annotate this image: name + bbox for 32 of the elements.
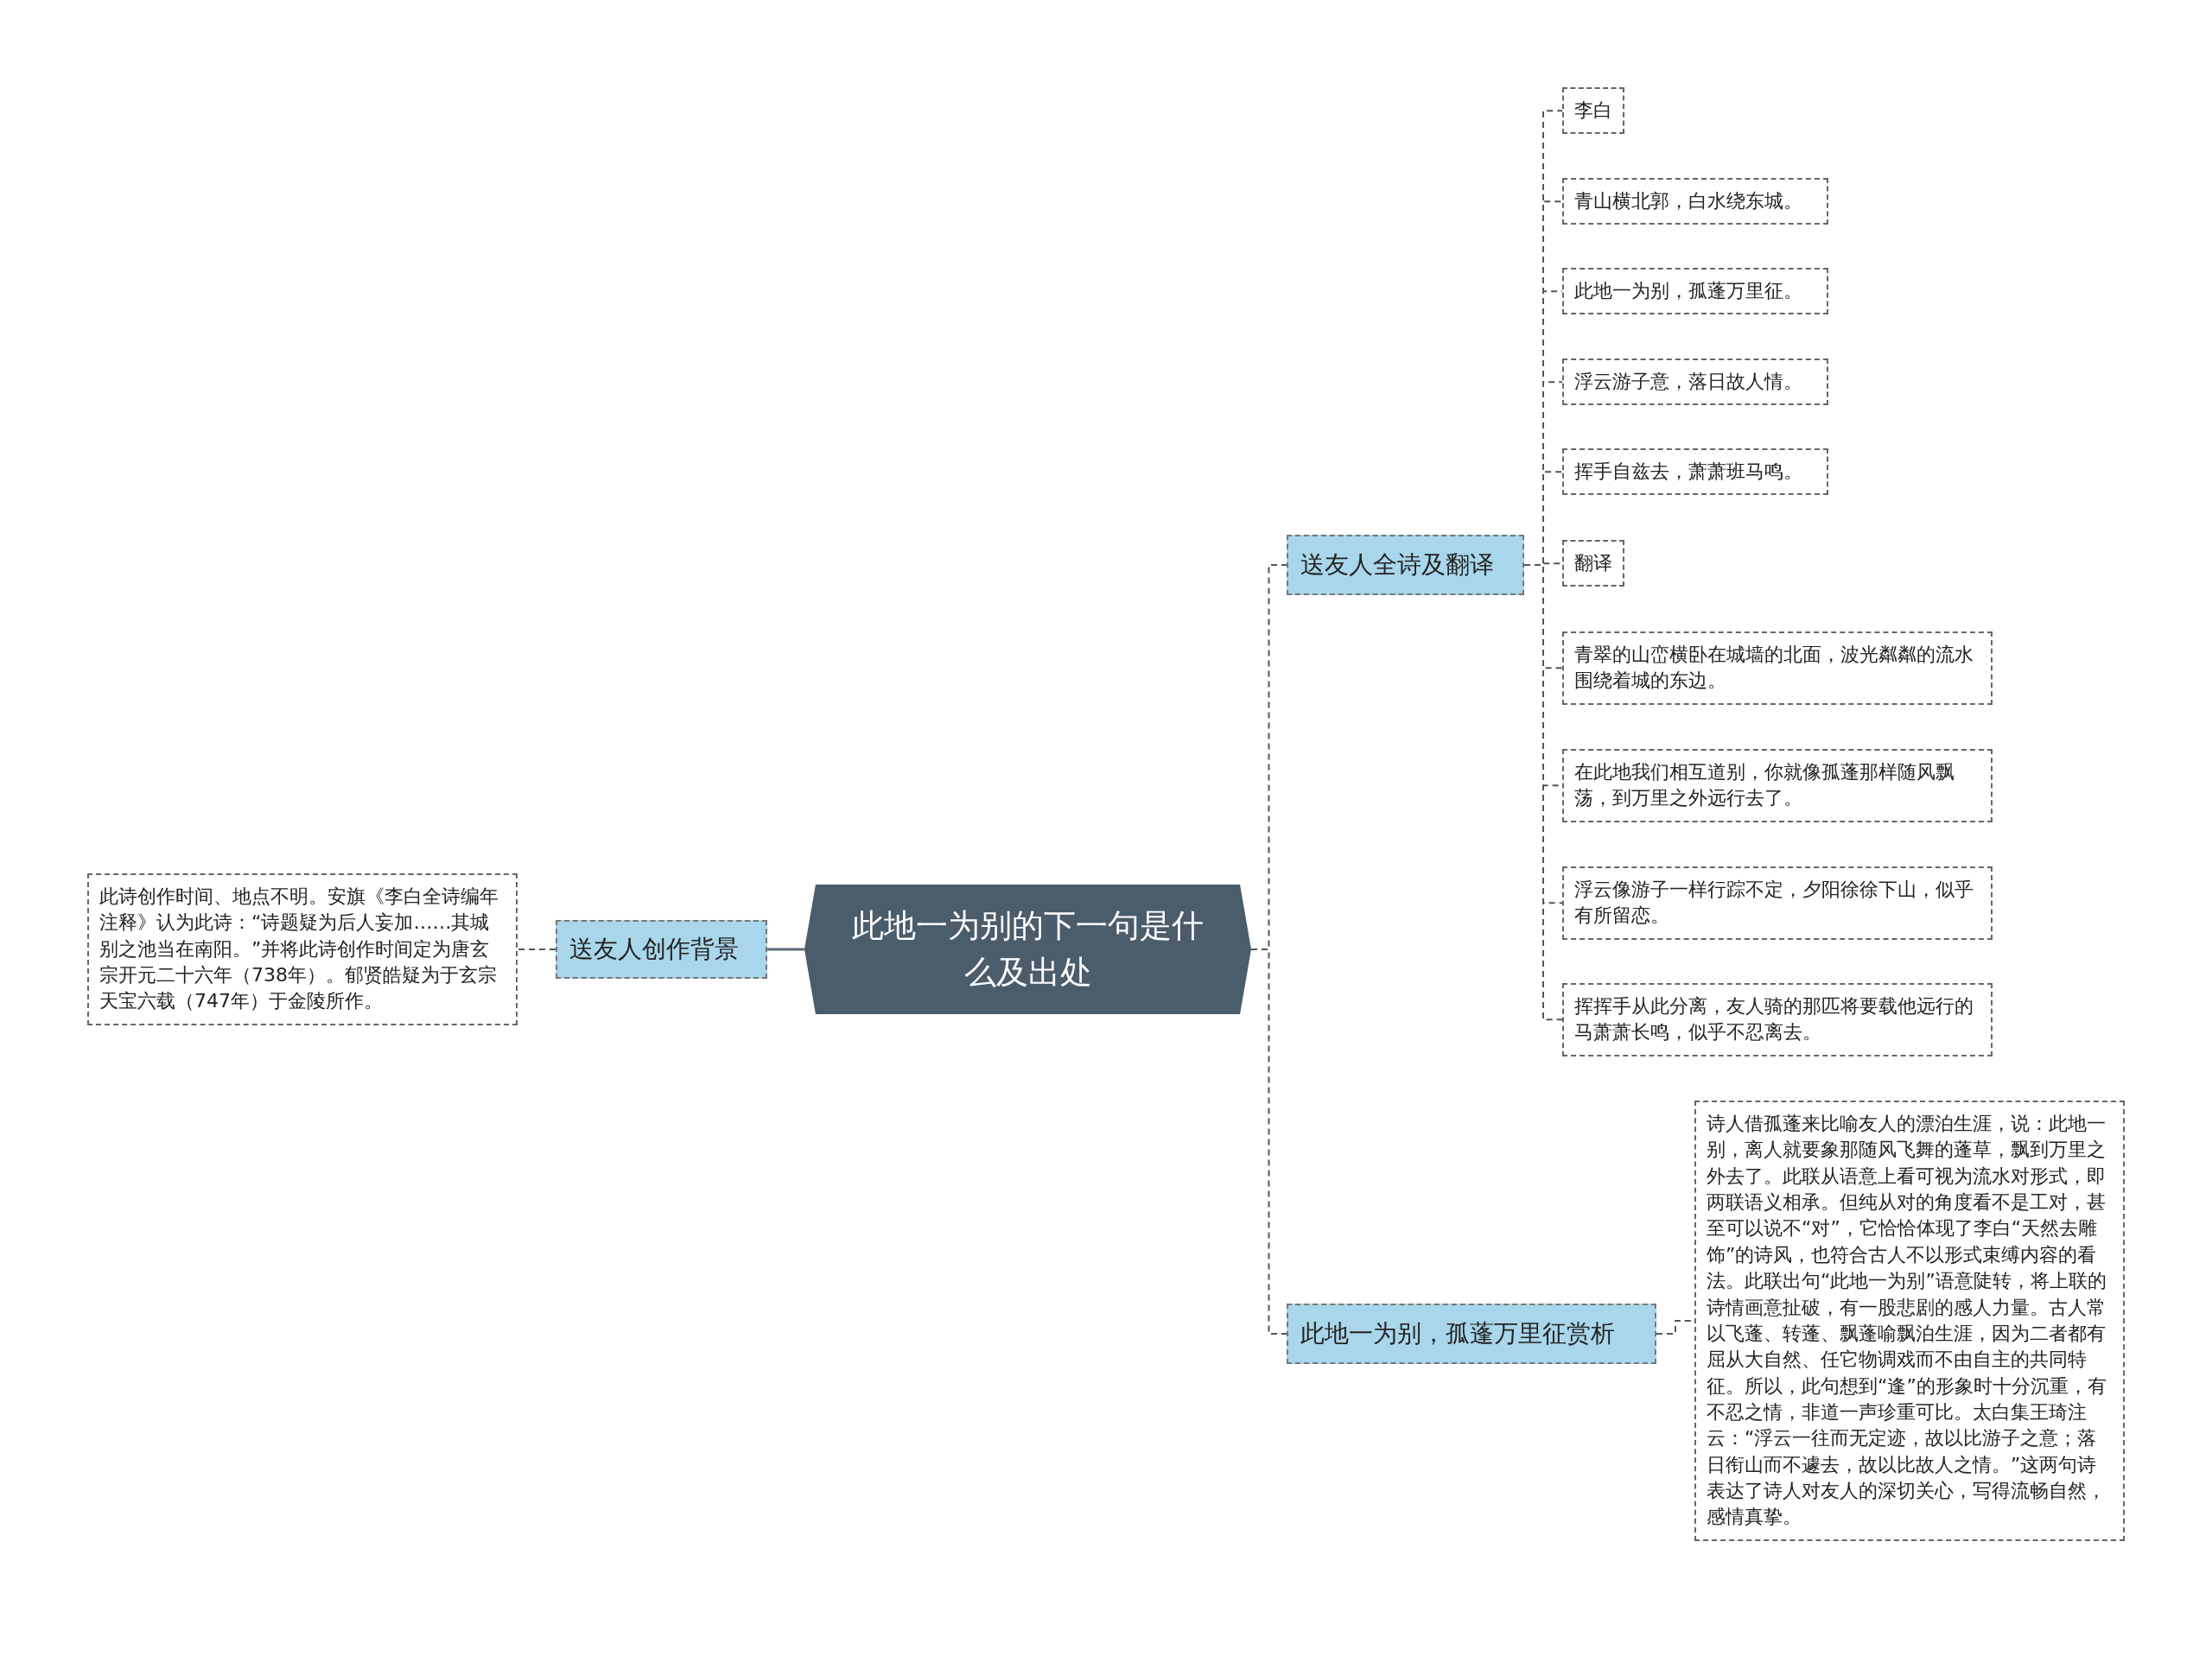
node-label: 此地一为别的下一句是什么及出处 [851,906,1205,993]
node-label: 送友人创作背景 [569,934,739,965]
node-text: 浮云游子意，落日故人情。 [1574,371,1802,392]
text-box [1562,540,1624,587]
text-box [1562,866,1993,940]
connector-line [517,948,556,950]
node-text: 此地一为别，孤蓬万里征。 [1574,280,1802,301]
node-text: 挥挥手从此分离，友人骑的那匹将要载他远行的马萧萧长鸣，似乎不忍离去。 [1574,995,1974,1044]
node-text: 浮云像游子一样行踪不定，夕阳徐徐下山，似乎有所留恋。 [1574,879,1974,927]
text-box [1562,87,1624,135]
text-box [87,873,518,1025]
branch-box [1287,535,1524,595]
node-label: 此地一为别，孤蓬万里征赏析 [1300,1318,1615,1349]
text-box [1562,749,1993,822]
node-text: 此诗创作时间、地点不明。安旗《李白全诗编年注释》认为此诗：“诗题疑为后人妄加……其城别之池当在南阳。”并将此诗创作时间定为唐玄宗开元二十六年（738年）。郁贤皓疑为于玄宗天宝六载（747年）于金陵所作。 [99,885,499,1012]
text-box [1562,178,1828,225]
branch-box [1287,1304,1656,1364]
node-text: 青翠的山峦横卧在城墙的北面，波光粼粼的流水围绕着城的东边。 [1574,644,1974,692]
node-text: 青山横北郭，白水绕东城。 [1574,190,1802,212]
node-text: 在此地我们相互道别，你就像孤蓬那样随风飘荡，到万里之外远行去了。 [1574,761,1955,809]
node-text: 挥手自兹去，萧萧班马鸣。 [1574,460,1802,482]
text-box [1562,631,1993,705]
node-text: 诗人借孤蓬来比喻友人的漂泊生涯，说：此地一别，离人就要象那随风飞舞的蓬草，飘到万里之外去了。此联从语意上看可视为流水对形式，即两联语义相承。但纯从对的角度看不是工对，甚至可以说不“对”，它恰恰体现了李白“天然去雕饰”的诗风，也符合古人不以形式束缚内容的看法。此联出句“此地一为别”语意陡转，将上联的诗情画意扯破，有一股悲剧的感人力量。古人常以飞蓬、转蓬、飘蓬喻飘泊生涯，因为二者都有屈从大自然、任它物调戏而不由自主的共同特征。所以，此句想到“逢”的形象时十分沉重，有不忍之情，非道一声珍重可比。太白集王琦注云：“浮云一往而无定迹，故以比游子之意；落日衔山而不遽去，故以比故人之情。”这两句诗表达了诗人对友人的深切关心，写得流畅自然，感情真挚。 [1707,1113,2107,1528]
branch-box [556,920,767,979]
text-box [1562,448,1828,496]
text-box [1562,983,1993,1056]
node-label: 送友人全诗及翻译 [1300,549,1494,581]
text-box [1562,268,1828,315]
text-box [1562,358,1828,406]
node-text: 翻译 [1574,552,1612,574]
node-text: 李白 [1574,99,1612,121]
connector-line [767,948,804,951]
